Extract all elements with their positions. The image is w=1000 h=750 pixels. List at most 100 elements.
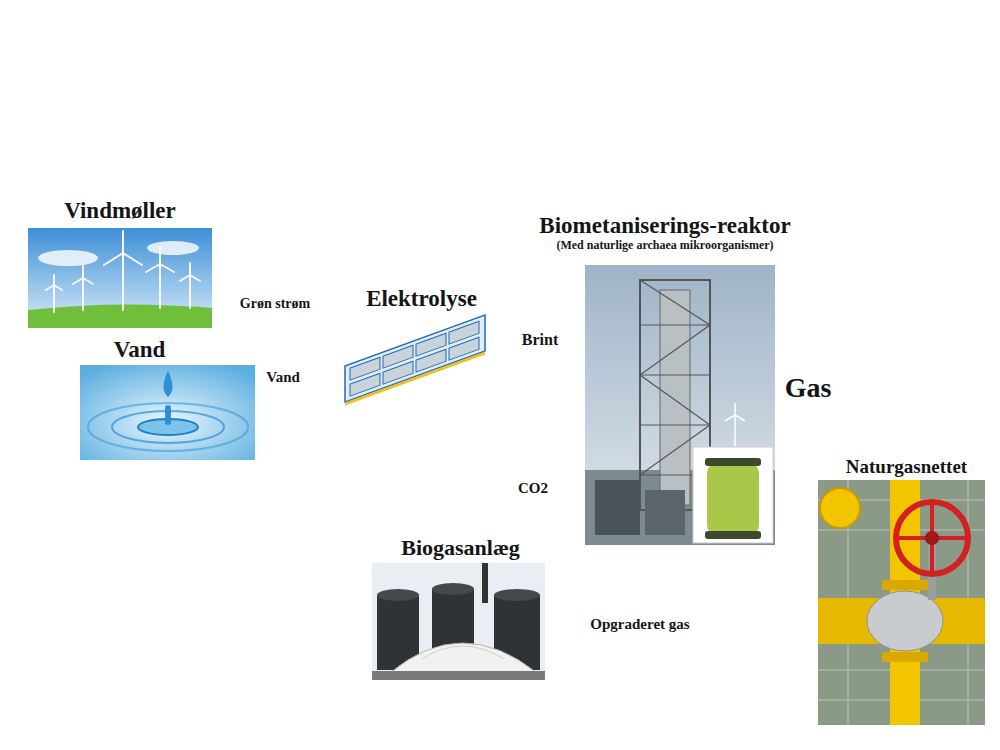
wind-picture bbox=[28, 228, 212, 328]
turbine-blade bbox=[122, 231, 124, 253]
frame bbox=[345, 315, 485, 402]
picture-node: Vand bbox=[80, 365, 255, 460]
wheel-hub bbox=[925, 531, 939, 545]
picture-node: Biometaniserings-reaktor(Med naturlige a… bbox=[585, 265, 775, 545]
pipe bbox=[345, 353, 485, 404]
edge-label: Grøn strøm bbox=[240, 296, 310, 312]
turbine-blade bbox=[146, 264, 160, 272]
node-subheading: (Med naturlige archaea mikroorganismer) bbox=[539, 239, 790, 253]
edge-label: Gas bbox=[785, 372, 832, 404]
cylinder-cap bbox=[705, 458, 761, 466]
biogas-picture bbox=[372, 563, 545, 680]
turbine-blade bbox=[190, 275, 200, 281]
turbine-tower bbox=[734, 415, 736, 450]
heading-group: Naturgasnettet bbox=[846, 456, 967, 478]
bracing bbox=[640, 280, 710, 475]
flange bbox=[882, 652, 928, 662]
heading-group: Biogasanlæg bbox=[401, 535, 520, 560]
turbine-blade bbox=[180, 275, 190, 281]
turbine-blade bbox=[104, 253, 123, 265]
brace bbox=[640, 280, 710, 325]
flange bbox=[882, 580, 928, 590]
edge-label: CO2 bbox=[518, 480, 548, 497]
turbine-tower bbox=[189, 275, 191, 308]
platform bbox=[640, 324, 710, 325]
heading-group: Elektrolyse bbox=[366, 286, 477, 312]
wheel-spokes bbox=[896, 502, 968, 574]
inset-frame bbox=[693, 447, 773, 543]
picture-node: Vindmøller bbox=[28, 228, 212, 328]
platform bbox=[640, 424, 710, 425]
picture-node: Biogasanlæg bbox=[372, 563, 545, 680]
chimney bbox=[482, 563, 488, 603]
small-turbine bbox=[725, 403, 745, 450]
platform bbox=[640, 374, 710, 375]
hand-wheel bbox=[896, 502, 968, 574]
turbine-blade bbox=[54, 285, 62, 290]
node-heading: Vand bbox=[114, 337, 166, 363]
turbine-tower bbox=[53, 285, 55, 312]
gas-dome bbox=[390, 643, 537, 673]
silo-top bbox=[377, 589, 419, 601]
silo-top bbox=[432, 583, 474, 595]
ground bbox=[372, 671, 545, 680]
turbine-blade bbox=[160, 264, 174, 272]
brace bbox=[640, 375, 710, 425]
cylinder-cap bbox=[705, 531, 761, 539]
edge-label: Opgraderet gas bbox=[590, 616, 689, 633]
turbine-blade bbox=[46, 285, 54, 290]
background bbox=[818, 480, 985, 725]
turbine-blade bbox=[725, 415, 735, 421]
sky bbox=[372, 563, 545, 680]
ripple bbox=[88, 403, 248, 451]
edge-label: Brint bbox=[522, 331, 558, 349]
picture-node: Naturgasnettet bbox=[818, 480, 985, 725]
turbine-blade bbox=[83, 278, 93, 284]
node-heading: Elektrolyse bbox=[366, 286, 477, 312]
grass bbox=[28, 304, 212, 328]
green-cylinder bbox=[707, 463, 759, 535]
turbine-tower bbox=[82, 278, 84, 310]
column bbox=[660, 290, 690, 505]
fence bbox=[818, 480, 985, 725]
sky bbox=[585, 265, 775, 545]
turbine-blade bbox=[73, 278, 83, 284]
electrolyser-stacks bbox=[345, 315, 485, 404]
electrolysis-picture bbox=[335, 315, 500, 404]
turbine-blade bbox=[734, 403, 736, 415]
node-heading: Biometaniserings-reaktor bbox=[539, 213, 790, 239]
droplet bbox=[164, 371, 173, 397]
turbine-blade bbox=[53, 275, 55, 285]
flange-disc bbox=[820, 488, 860, 528]
brace bbox=[640, 325, 710, 375]
node-heading: Naturgasnettet bbox=[846, 456, 967, 478]
turbine-blade bbox=[123, 253, 142, 265]
silo-top bbox=[494, 589, 540, 601]
edge-label: Vand bbox=[266, 369, 300, 386]
turbine-tower bbox=[159, 264, 161, 308]
cloud bbox=[38, 250, 98, 266]
cloud bbox=[147, 241, 199, 255]
equipment bbox=[595, 480, 640, 535]
splash bbox=[165, 405, 171, 425]
turbines bbox=[46, 231, 200, 312]
picture-node: Elektrolyse bbox=[335, 315, 500, 395]
node-heading: Biogasanlæg bbox=[401, 535, 520, 560]
heading-group: Vand bbox=[114, 337, 166, 363]
heading-group: Biometaniserings-reaktor(Med naturlige a… bbox=[539, 213, 790, 253]
turbine-tower bbox=[122, 253, 124, 310]
reactor-picture bbox=[585, 265, 775, 545]
gasgrid-picture bbox=[818, 480, 985, 725]
heading-group: Vindmøller bbox=[64, 198, 176, 224]
sky bbox=[28, 228, 212, 328]
turbine-blade bbox=[189, 263, 191, 275]
turbine-blade bbox=[82, 266, 84, 278]
turbine-blade bbox=[735, 415, 745, 421]
dome-seam bbox=[422, 646, 504, 659]
turbine-blade bbox=[159, 247, 161, 264]
water bbox=[80, 365, 255, 460]
water-picture bbox=[80, 365, 255, 460]
